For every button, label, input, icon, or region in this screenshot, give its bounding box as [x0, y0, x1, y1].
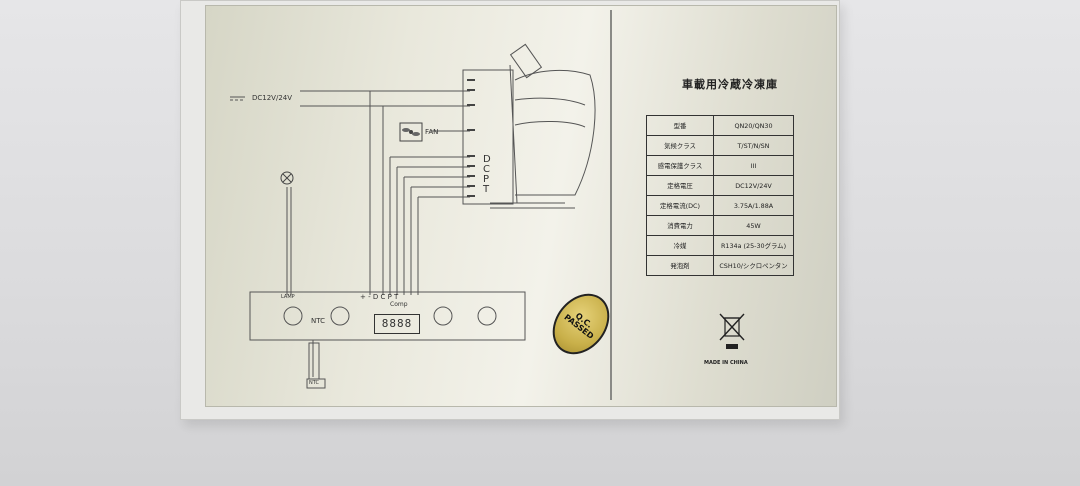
- display-digits: 8888: [374, 314, 420, 334]
- comp-label: Comp: [390, 301, 408, 308]
- spec-value: 3.75A/1.88A: [713, 195, 794, 216]
- spec-key: 消費電力: [646, 215, 714, 236]
- lamp-label: LAMP: [281, 294, 295, 300]
- fan-icon: [399, 122, 423, 142]
- wiring-diagram: [230, 43, 596, 389]
- power-label: DC12V/24V: [252, 94, 293, 102]
- spec-row: 定格電流(DC)3.75A/1.88A: [646, 195, 794, 216]
- spec-value: T/ST/N/SN: [713, 135, 794, 156]
- spec-value: III: [713, 155, 794, 176]
- weee-crossed-bin-icon: [719, 313, 745, 349]
- made-in-label: MADE IN CHINA: [704, 360, 748, 366]
- compressor-terminal-p: P: [483, 174, 490, 185]
- ntc-label: NTC: [311, 317, 325, 325]
- spec-value: R134a (25-30グラム): [713, 235, 794, 256]
- spec-key: 冷媒: [646, 235, 714, 256]
- compressor-terminal-d: D: [483, 154, 491, 165]
- board-terminals: + - D C P T: [360, 293, 399, 301]
- product-title: 車載用冷蔵冷凍庫: [682, 78, 778, 91]
- spec-value: 45W: [713, 215, 794, 236]
- spec-key: 気候クラス: [646, 135, 714, 156]
- spec-key: 定格電圧: [646, 175, 714, 196]
- compressor-terminal-c: C: [483, 164, 490, 175]
- spec-key: 定格電流(DC): [646, 195, 714, 216]
- spec-value: DC12V/24V: [713, 175, 794, 196]
- label-divider: [610, 10, 612, 400]
- spec-value: QN20/QN30: [713, 115, 794, 136]
- spec-key: 発泡剤: [646, 255, 714, 276]
- compressor-terminal-t: T: [483, 184, 490, 195]
- spec-value: CSH10/シクロペンタン: [713, 255, 794, 276]
- ntc-box-label: NTC: [309, 380, 319, 386]
- spec-key: 感電保護クラス: [646, 155, 714, 176]
- lamp-icon: [280, 171, 294, 185]
- fan-label: FAN: [425, 128, 439, 136]
- spec-key: 型番: [646, 115, 714, 136]
